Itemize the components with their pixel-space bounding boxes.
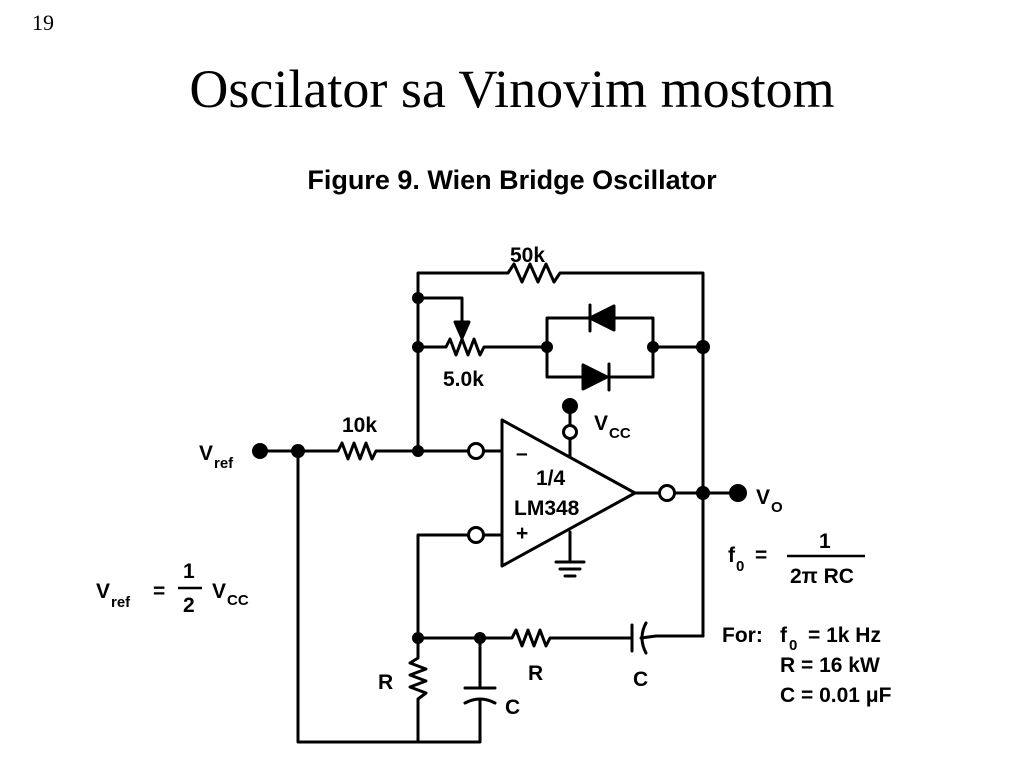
label-r-series: R (528, 662, 543, 685)
potentiometer-5k (416, 337, 549, 357)
figure-caption: Figure 9. Wien Bridge Oscillator (307, 165, 717, 195)
design-values: For: f 0 = 1k Hz R = 16 kW C = 0.01 μF (722, 624, 892, 707)
label-inverting-sign: – (516, 442, 528, 465)
label-vref-sub: ref (214, 455, 234, 472)
pin-noninverting (467, 526, 485, 544)
design-c-line: C = 0.01 μF (780, 684, 892, 707)
label-vcc-main: V (594, 412, 608, 435)
frequency-equation: f 0 = 1 2π RC (728, 530, 865, 588)
label-c-shunt: C (505, 696, 520, 719)
pin-output (658, 484, 676, 502)
design-f-main: f (780, 624, 788, 647)
node-dot (696, 340, 710, 354)
vo-terminal (729, 484, 747, 502)
vcc-terminal (562, 398, 578, 414)
label-opamp-part: LM348 (514, 497, 580, 520)
wire-noninverting-node (416, 533, 470, 640)
vref-eq-numerator: 1 (183, 560, 195, 583)
design-for-label: For: (722, 624, 763, 647)
resistor-r-shunt (408, 636, 428, 744)
design-f-sub: 0 (789, 637, 797, 654)
node-dot (412, 292, 424, 304)
ground-symbol (554, 530, 586, 578)
vref-terminal (252, 443, 268, 459)
vref-eq-lhs-sub: ref (111, 594, 131, 611)
node-dot (696, 486, 710, 500)
vref-eq-denominator: 2 (183, 594, 195, 617)
vref-equation: V ref = 1 2 V CC (96, 560, 249, 617)
wire-feedback-top (416, 262, 705, 349)
label-50k: 50k (510, 244, 545, 267)
label-opamp-fraction: 1/4 (536, 467, 566, 490)
vref-eq-equals: = (153, 580, 165, 603)
node-dot (647, 341, 659, 353)
resistor-10k (260, 441, 470, 461)
label-10k: 10k (342, 414, 377, 437)
vref-eq-rhs-main: V (212, 580, 226, 603)
label-vo-main: V (756, 486, 770, 509)
node-dot (541, 341, 553, 353)
label-vref-main: V (199, 442, 213, 465)
capacitor-c-series-curve (639, 621, 705, 655)
wire-pot-tap (416, 296, 464, 332)
freq-eq-numerator: 1 (819, 530, 831, 553)
diode-lower (581, 363, 609, 391)
pin-inverting (467, 442, 485, 460)
diode-upper (588, 304, 616, 332)
node-dot (412, 632, 424, 644)
label-noninverting-sign: + (516, 522, 528, 545)
label-5k: 5.0k (443, 368, 484, 391)
node-dot (412, 445, 424, 457)
node-dot (412, 341, 424, 353)
vref-eq-lhs-main: V (96, 580, 110, 603)
node-dot (291, 444, 305, 458)
freq-eq-lhs-main: f (728, 544, 736, 567)
wire-vref-ground (296, 449, 482, 744)
label-r-shunt: R (378, 671, 393, 694)
slide-number: 19 (32, 10, 54, 35)
vref-eq-rhs-sub: CC (227, 592, 249, 609)
label-vcc-sub: CC (609, 425, 631, 442)
capacitor-c-shunt (463, 636, 497, 713)
design-f-value: = 1k Hz (808, 624, 881, 647)
pin-vcc (562, 424, 578, 440)
resistor-r-series (416, 628, 634, 648)
pot-arrowhead (453, 320, 471, 340)
node-dot (474, 632, 486, 644)
freq-eq-equals: = (755, 544, 767, 567)
slide-title: Oscilator sa Vinovim mostom (189, 59, 835, 119)
wire-diode-box (545, 316, 705, 379)
label-vo-sub: O (771, 499, 783, 516)
label-c-series: C (633, 668, 648, 691)
freq-eq-lhs-sub: 0 (736, 558, 744, 575)
design-r-line: R = 16 kW (780, 654, 880, 677)
freq-eq-denominator: 2π RC (790, 565, 854, 588)
